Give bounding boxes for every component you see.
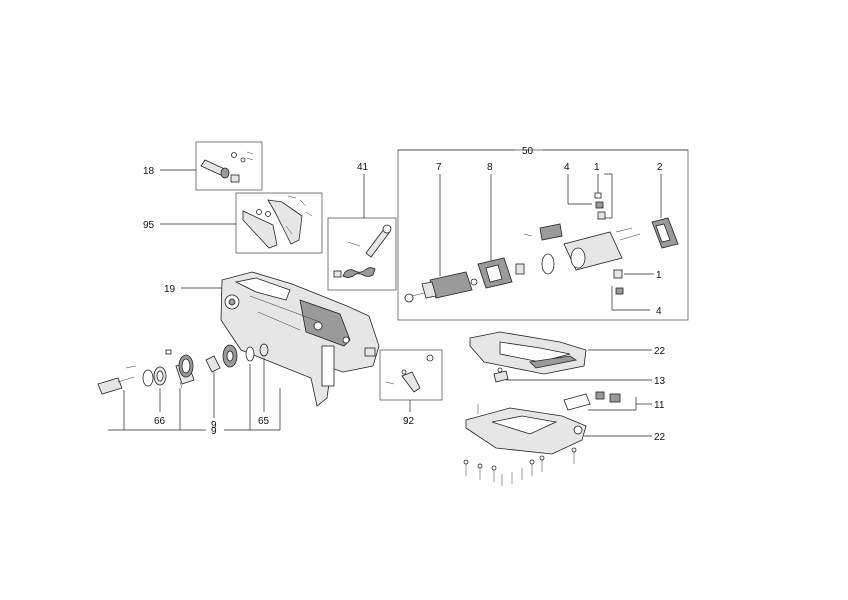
callout-66: 66: [154, 416, 166, 427]
frame-50: [397, 149, 689, 321]
part-13-clip: [493, 367, 509, 383]
group-19: 19: [164, 271, 380, 407]
frame-95: [235, 192, 323, 254]
group-11: 11: [563, 391, 665, 411]
part-2-end-cap: [651, 217, 679, 249]
group-92: 92: [379, 349, 443, 427]
frame-92: [379, 349, 443, 401]
part-50-motor-housing: [523, 223, 641, 271]
group-9: 66 9 65 9: [97, 343, 281, 437]
part-1-brush-holder-top: [594, 192, 606, 220]
group-95: 95: [143, 192, 323, 254]
callout-1b: 1: [656, 270, 662, 281]
callout-8: 8: [487, 162, 493, 173]
callout-4b: 4: [656, 306, 662, 317]
group-22-upper: 22: [469, 331, 666, 375]
callout-9b: 9: [211, 426, 217, 437]
callout-95: 95: [143, 220, 155, 231]
part-22-screws: [463, 447, 577, 486]
callout-19: 19: [164, 284, 176, 295]
part-22-top-cover: [469, 331, 587, 375]
callout-13: 13: [654, 376, 666, 387]
callout-1a: 1: [594, 162, 600, 173]
group-22-lower: 22: [463, 404, 666, 486]
part-9-shaft-assembly: [97, 343, 269, 395]
part-1-brush-holder-bottom: [613, 269, 623, 279]
callout-18: 18: [143, 166, 155, 177]
part-95-bracket: [242, 195, 313, 249]
part-4-brush-top: [595, 201, 604, 209]
callout-2: 2: [657, 162, 663, 173]
part-18-shaft: [200, 151, 254, 183]
callout-65: 65: [258, 416, 270, 427]
part-11-switch: [563, 391, 621, 411]
group-50: 50 7 8 4 1: [397, 146, 689, 321]
part-7-armature: [403, 271, 478, 303]
callout-22b: 22: [654, 432, 666, 443]
callout-92: 92: [403, 416, 415, 427]
frame-18: [195, 141, 263, 191]
callout-41: 41: [357, 162, 369, 173]
callout-22a: 22: [654, 346, 666, 357]
part-8-stator: [477, 253, 555, 289]
callout-4a: 4: [564, 162, 570, 173]
group-18: 18: [143, 141, 263, 191]
callout-11: 11: [654, 400, 665, 411]
frame-41: [327, 217, 397, 291]
part-19-housing: [220, 271, 380, 407]
part-41-spring-pin: [333, 224, 392, 278]
group-41: 41: [327, 162, 397, 291]
callout-50: 50: [522, 146, 534, 157]
callout-9a: 9: [211, 420, 217, 431]
part-4-brush-bottom: [615, 287, 624, 295]
callout-7: 7: [436, 162, 442, 173]
part-22-base: [465, 404, 587, 455]
group-13: 13: [493, 367, 666, 387]
part-92-bracket: [385, 354, 434, 393]
